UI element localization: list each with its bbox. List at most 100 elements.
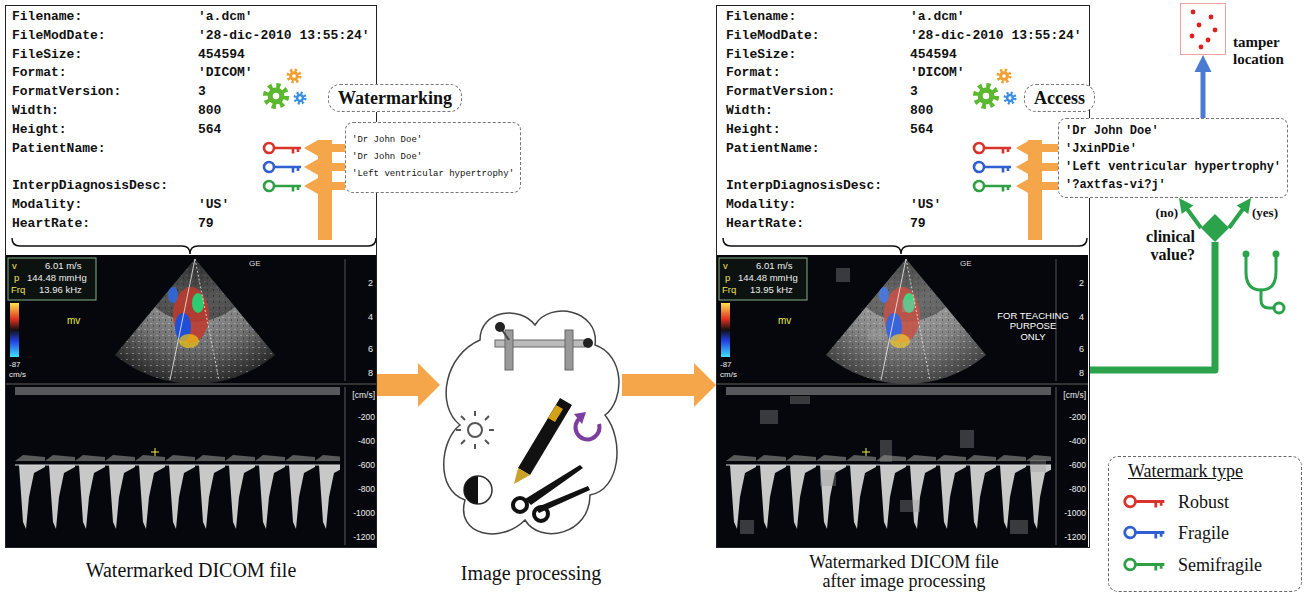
block-arrow bbox=[377, 363, 440, 407]
field-name: Modality: bbox=[726, 197, 796, 212]
cloud-outline bbox=[440, 300, 622, 545]
edge-label: (no) bbox=[1154, 205, 1180, 220]
decision-diamond: clinical value? bbox=[1201, 214, 1229, 242]
field-value: '28-dic-2010 13:55:24' bbox=[910, 28, 1082, 43]
field-name: HeartRate: bbox=[726, 216, 804, 231]
field-name: Modality: bbox=[12, 197, 82, 212]
string-box: 'Dr John Doe''JxinPDie''Left ventricular… bbox=[1058, 118, 1288, 198]
scan-annotation: -600 bbox=[1069, 461, 1086, 470]
field-name: Width: bbox=[726, 103, 773, 118]
scan-annotation: mv bbox=[67, 315, 80, 326]
edge-label: (yes) bbox=[1250, 205, 1280, 220]
process-cloud: Image processing bbox=[440, 300, 622, 545]
scan-annotation: 144.48 mmHg bbox=[27, 273, 87, 283]
scan-annotation: 2 bbox=[1079, 279, 1084, 289]
embedded-string: 'Dr John Doe' bbox=[352, 132, 514, 149]
embedded-string: 'Left ventricular hypertrophy' bbox=[352, 166, 514, 183]
field-name: Format: bbox=[726, 65, 781, 80]
field-name: Height: bbox=[12, 122, 67, 137]
scan-annotation: 13.96 kHz bbox=[39, 285, 82, 295]
extracted-string: 'Dr John Doe' bbox=[1065, 122, 1281, 140]
scan-annotation: -800 bbox=[358, 485, 375, 494]
field-value: 454594 bbox=[198, 47, 245, 62]
scan-annotation: v bbox=[12, 261, 17, 271]
legend-text: Robust bbox=[1178, 492, 1229, 512]
scan-annotation: 6.01 m/s bbox=[756, 261, 792, 271]
scan-annotation: -800 bbox=[1069, 485, 1086, 494]
scan-annotation: 8 bbox=[1079, 369, 1084, 379]
scan-annotation: p bbox=[725, 273, 730, 283]
field-name: FileSize: bbox=[726, 47, 796, 62]
field-name: InterpDiagnosisDesc: bbox=[12, 178, 168, 193]
scan-annotation: [cm/s] bbox=[352, 391, 375, 400]
field-name: Height: bbox=[726, 122, 781, 137]
field-value: 'a.dcm' bbox=[198, 9, 253, 24]
field-name: HeartRate: bbox=[12, 216, 90, 231]
scan-annotation: 6 bbox=[368, 345, 373, 355]
scan-annotation: mv bbox=[778, 315, 791, 326]
field-value: 'a.dcm' bbox=[910, 9, 965, 24]
legend-text: Semifragile bbox=[1178, 555, 1262, 575]
connector-line bbox=[1201, 69, 1206, 118]
scan-annotation: 144.48 mmHg bbox=[738, 273, 798, 283]
connector bbox=[622, 363, 716, 407]
field-name: Width: bbox=[12, 103, 59, 118]
string-box: 'Dr John Doe''Dr John Doe''Left ventricu… bbox=[345, 122, 521, 193]
field-name: InterpDiagnosisDesc: bbox=[726, 178, 882, 193]
scan-annotation: v bbox=[723, 261, 728, 271]
scan-annotation: 4 bbox=[1079, 313, 1084, 323]
field-name: FormatVersion: bbox=[12, 84, 121, 99]
scan-annotation: -87 bbox=[720, 361, 732, 370]
scan-annotation: [cm/s] bbox=[1063, 391, 1086, 400]
panel-caption: Watermarked DICOM file after image proce… bbox=[794, 553, 1014, 591]
field-name: PatientName: bbox=[726, 141, 820, 156]
arrowhead bbox=[1237, 198, 1251, 214]
scan-annotation: -200 bbox=[358, 413, 375, 422]
field-value: 3 bbox=[910, 84, 918, 99]
diamond-outline bbox=[1201, 214, 1229, 242]
access-tag: Access bbox=[1024, 84, 1095, 112]
panel-caption: Watermarked DICOM file bbox=[6, 559, 376, 581]
field-value: 564 bbox=[910, 122, 933, 137]
block-arrow bbox=[622, 363, 716, 407]
scan-annotation: Frq bbox=[11, 285, 25, 295]
field-value: 79 bbox=[198, 216, 214, 231]
scan-annotation: -1200 bbox=[353, 533, 375, 542]
field-value: 3 bbox=[198, 84, 206, 99]
overlay-text: FOR TEACHING PURPOSE ONLY bbox=[996, 311, 1070, 342]
scan-annotation: 2 bbox=[368, 279, 373, 289]
field-value: 800 bbox=[198, 103, 221, 118]
field-name: FileSize: bbox=[12, 47, 82, 62]
tag-text: Watermarking bbox=[338, 86, 452, 110]
scan-annotation: 13.95 kHz bbox=[750, 285, 793, 295]
tag-text: Access bbox=[1034, 86, 1085, 110]
scan-annotation: cm/s bbox=[9, 371, 26, 380]
scan-annotation: -1200 bbox=[1064, 533, 1086, 542]
field-name: FileModDate: bbox=[12, 28, 106, 43]
scan-annotation: p bbox=[14, 273, 19, 283]
field-value: 454594 bbox=[910, 47, 957, 62]
extracted-string: 'JxinPDie' bbox=[1065, 140, 1281, 158]
scan-annotation: -600 bbox=[358, 461, 375, 470]
legend-title: Watermark type bbox=[1128, 461, 1243, 481]
field-name: FileModDate: bbox=[726, 28, 820, 43]
field-value: 'US' bbox=[910, 197, 941, 212]
scan-annotation: GE bbox=[249, 260, 261, 269]
field-name: PatientName: bbox=[12, 141, 106, 156]
embedded-string: 'Dr John Doe' bbox=[352, 149, 514, 166]
connector-line bbox=[1186, 207, 1201, 228]
scan-annotation: 6.01 m/s bbox=[45, 261, 81, 271]
field-name: Format: bbox=[12, 65, 67, 80]
connector-line bbox=[1229, 207, 1244, 228]
scan-annotation: Frq bbox=[722, 285, 736, 295]
scan-annotation: -1000 bbox=[1064, 509, 1086, 518]
field-value: 79 bbox=[910, 216, 926, 231]
field-value: 564 bbox=[198, 122, 221, 137]
tamper-caption: tamper location bbox=[1233, 34, 1299, 68]
arrowhead bbox=[1195, 55, 1212, 72]
cloud-caption: Image processing bbox=[410, 562, 652, 584]
field-value: '28-dic-2010 13:55:24' bbox=[198, 28, 370, 43]
connector bbox=[1229, 198, 1251, 228]
